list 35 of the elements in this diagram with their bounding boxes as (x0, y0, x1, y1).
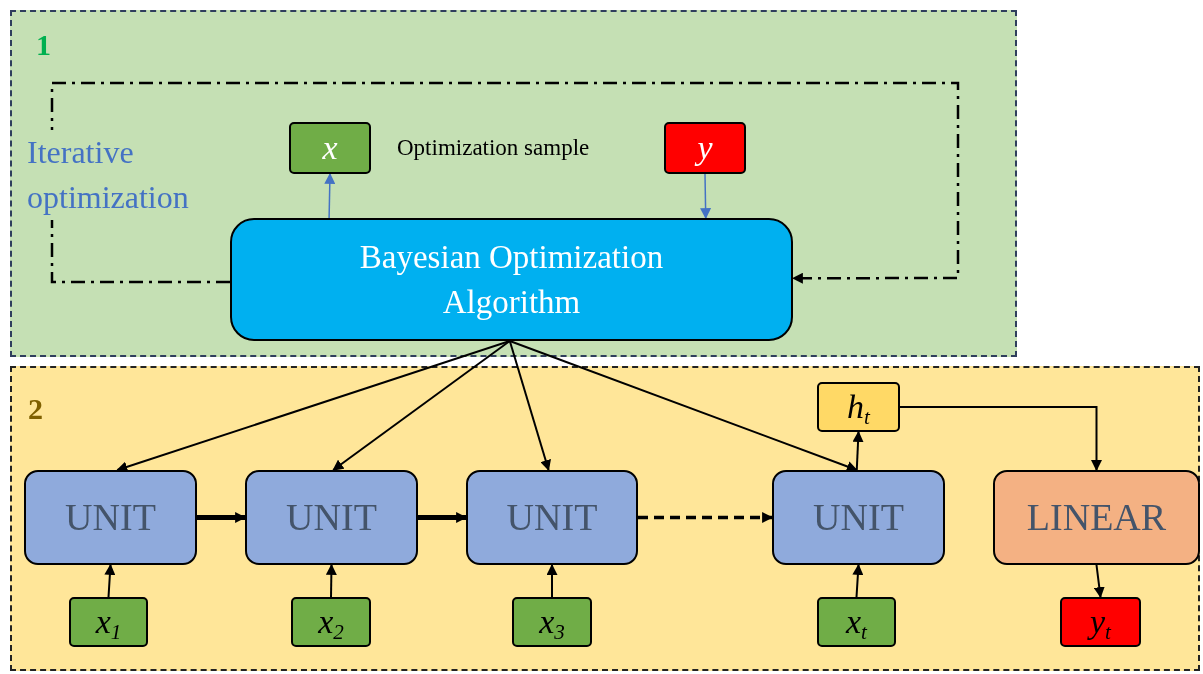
panel-number: 2 (28, 392, 43, 426)
layer-box: UNIT (24, 470, 197, 565)
arrow (1093, 564, 1105, 599)
variable-box: x$_{2}$ (291, 597, 371, 647)
arrow (325, 563, 337, 598)
variable-box: x$_{1}$ (69, 597, 148, 647)
arrow (508, 340, 551, 472)
arrow (546, 563, 558, 598)
arrow (899, 406, 1102, 472)
variable-box: h$_{t}$ (817, 382, 900, 432)
arrow (418, 512, 468, 523)
dashed-arrow (638, 512, 774, 523)
arrow (852, 430, 864, 471)
layer-box: UNIT (772, 470, 945, 565)
layer-box: LINEAR (993, 470, 1200, 565)
arrow (700, 173, 712, 220)
variable-box: x (289, 122, 371, 174)
arrow (852, 563, 864, 598)
arrow (332, 340, 511, 471)
dashed-panel (10, 10, 1017, 357)
arrow (104, 563, 116, 598)
sample-label: Optimization sample (397, 134, 590, 162)
layer-box: UNIT (466, 470, 638, 565)
layer-box: UNIT (245, 470, 418, 565)
dashed-panel (10, 366, 1200, 671)
algorithm-box: Bayesian Optimization Algorithm (230, 218, 793, 341)
variable-box: x$_{t}$ (817, 597, 896, 647)
variable-box: y (664, 122, 746, 174)
arrow (508, 340, 858, 472)
variable-box: x$_{3}$ (512, 597, 592, 647)
variable-box: y$_{t}$ (1060, 597, 1141, 647)
arrow (324, 172, 336, 219)
dashed-arrow (50, 81, 960, 284)
panel-number: 1 (36, 28, 51, 62)
arrow (197, 512, 247, 523)
